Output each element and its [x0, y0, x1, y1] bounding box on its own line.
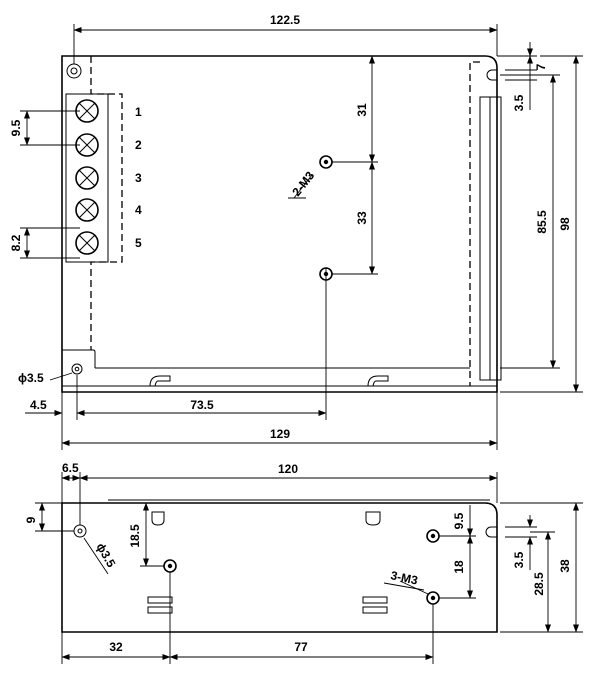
- corner-hole-bottom-left: [71, 363, 83, 375]
- top-view-outline: [61, 55, 498, 393]
- side-hole-left: [73, 524, 87, 538]
- dim-slot-offset: 7: [534, 63, 548, 70]
- side-view-outline: [61, 502, 498, 633]
- top-view-flange: [62, 349, 497, 387]
- terminal-label-3: 3: [135, 171, 142, 185]
- dim-width-total: 129: [270, 427, 290, 441]
- terminal-3: [75, 166, 99, 190]
- dim-side-height-total: 38: [558, 559, 572, 573]
- dim-side-right-hole-gap: 18: [452, 560, 466, 574]
- dim-side-screw-height: 18.5: [128, 524, 142, 548]
- vent-right-b: [362, 606, 388, 614]
- dim-side-hole-height: 9: [24, 516, 38, 523]
- dim-side-screw-gap: 77: [294, 640, 308, 654]
- side-slot-left: [151, 511, 165, 526]
- side-view: ϕ3.5 3-M3 6.5 120 9 18.5: [24, 461, 583, 664]
- dim-height-total: 98: [558, 217, 572, 231]
- dim-hole-gap-upper: 31: [355, 103, 369, 117]
- dim-side-slot-width: 3.5: [512, 551, 526, 568]
- dim-hole-offset-left: 4.5: [30, 398, 47, 412]
- side-m3-hole-left: [163, 559, 177, 573]
- dim-terminal-pitch-a: 9.5: [9, 119, 23, 136]
- dim-side-screw-x-left: 32: [109, 640, 123, 654]
- side-slot-right: [365, 511, 381, 526]
- corner-hole-top-left: [66, 63, 82, 79]
- dim-side-hole-offset-left: 6.5: [62, 461, 79, 475]
- bottom-clip-left: [149, 375, 171, 387]
- terminal-5: [75, 231, 99, 255]
- dim-side-right-hole-offset: 9.5: [452, 512, 466, 529]
- top-hole-label: ϕ3.5: [18, 371, 44, 385]
- terminal-label-5: 5: [135, 236, 142, 250]
- vent-left-a: [147, 596, 173, 604]
- dim-side-length: 120: [278, 462, 298, 476]
- terminal-block: [65, 93, 109, 263]
- bottom-clip-right: [367, 375, 389, 387]
- side-right-slot: [485, 526, 497, 538]
- top-view: 1 2 3 4 5 2-M3 ϕ3.5 122.5 31 33: [9, 13, 583, 450]
- terminal-label-2: 2: [135, 138, 142, 152]
- side-screw-label: 3-M3: [389, 568, 419, 587]
- side-m3-hole-right-upper: [426, 529, 440, 543]
- terminal-label-4: 4: [135, 203, 142, 217]
- dim-slot-width: 3.5: [512, 94, 526, 111]
- terminal-4: [75, 198, 99, 222]
- vent-left-b: [147, 606, 173, 614]
- dim-hole-x: 73.5: [190, 398, 214, 412]
- top-screw-label: 2-M3: [289, 168, 317, 198]
- terminal-label-1: 1: [135, 105, 142, 119]
- m3-hole-upper: [319, 155, 333, 169]
- dim-side-slot-height: 28.5: [532, 572, 546, 596]
- side-hole-label: ϕ3.5: [93, 541, 118, 571]
- side-m3-hole-right-lower: [426, 591, 440, 605]
- dim-height-slot: 85.5: [535, 210, 549, 234]
- dim-terminal-pitch-b: 8.2: [9, 234, 23, 251]
- vent-right-a: [362, 596, 388, 604]
- dim-hole-gap-lower: 33: [355, 211, 369, 225]
- right-slot: [486, 69, 497, 81]
- dim-width-top: 122.5: [270, 13, 300, 27]
